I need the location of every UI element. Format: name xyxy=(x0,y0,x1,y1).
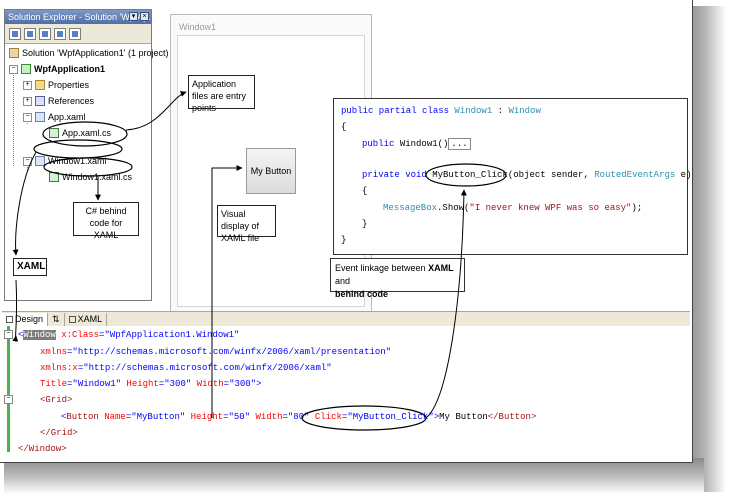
folder-icon xyxy=(35,80,45,90)
tree-item-app-xaml[interactable]: − App.xaml xyxy=(23,110,86,124)
xaml-line: </Grid> xyxy=(40,428,78,438)
tab-xaml[interactable]: XAML xyxy=(65,312,108,326)
callout-app-files: Application files are entry points xyxy=(188,75,255,113)
xaml-line: <Window x:Class="WpfApplication1.Window1… xyxy=(18,330,240,340)
tree-item-app-xaml-cs[interactable]: App.xaml.cs xyxy=(49,126,111,140)
properties-icon[interactable] xyxy=(9,27,21,40)
xaml-line: <Button Name="MyButton" Height="50" Widt… xyxy=(61,412,537,422)
swap-panes-button[interactable]: ⇅ xyxy=(48,312,65,326)
changed-lines-indicator xyxy=(7,326,10,452)
cs-file-icon xyxy=(49,128,59,138)
tree-item-window1-xaml[interactable]: − Window1.xaml xyxy=(23,154,107,168)
callout-visual-display: Visual display of XAML file xyxy=(217,205,276,243)
solution-explorer-title: Solution Explorer - Solution 'WpfAp... ▾… xyxy=(5,10,151,24)
tree-item-label: App.xaml xyxy=(48,112,86,122)
tree-item-properties[interactable]: + Properties xyxy=(23,78,89,92)
tree-item-label: WpfApplication1 xyxy=(34,64,105,74)
xaml-file-icon xyxy=(35,112,45,122)
tree-item-label: Window1.xaml xyxy=(48,156,107,166)
cs-file-icon xyxy=(49,172,59,182)
collapse-icon[interactable]: − xyxy=(9,64,18,74)
xaml-line: xmlns:x="http://schemas.microsoft.com/wi… xyxy=(40,363,332,373)
callout-csharp-behind: C# behind code for XAML xyxy=(73,202,139,240)
solution-explorer-toolbar xyxy=(5,24,151,44)
handler-name: MyButton_Click xyxy=(432,170,508,180)
tree-item-label: Window1.xaml.cs xyxy=(62,172,133,182)
tree-item-label: References xyxy=(48,96,95,106)
editor-tab-strip: Design ⇅ XAML xyxy=(2,311,690,327)
view-designer-icon[interactable] xyxy=(69,27,81,40)
tree-line xyxy=(13,66,14,166)
show-all-files-icon[interactable] xyxy=(24,27,36,40)
code-line: { xyxy=(362,186,368,196)
collapse-icon[interactable]: − xyxy=(23,156,32,166)
callout-xaml: XAML xyxy=(13,258,47,276)
code-line: private void MyButton_Click(object sende… xyxy=(362,170,692,180)
references-icon xyxy=(35,96,45,106)
xaml-line: xmlns="http://schemas.microsoft.com/winf… xyxy=(40,347,392,357)
title-buttons: ▾ × xyxy=(129,12,149,21)
callout-event-linkage: Event linkage between XAML and behind co… xyxy=(330,258,465,299)
design-icon xyxy=(6,315,13,323)
tree-item-label: Properties xyxy=(48,80,90,90)
code-line: } xyxy=(362,219,368,229)
pin-icon[interactable]: ▾ xyxy=(129,12,138,21)
xaml-line: Title="Window1" Height="300" Width="300"… xyxy=(40,379,262,389)
collapse-icon[interactable]: − xyxy=(4,395,13,404)
expand-icon[interactable]: + xyxy=(23,80,32,90)
collapse-icon[interactable]: − xyxy=(23,112,32,122)
close-icon[interactable]: × xyxy=(140,12,149,21)
code-behind-panel: public partial class Window1 : Window { … xyxy=(333,98,692,255)
tree-item-label: App.xaml.cs xyxy=(62,128,112,138)
solution-icon xyxy=(9,48,19,58)
code-line: { xyxy=(341,122,347,132)
xaml-icon xyxy=(68,315,76,323)
my-button-preview[interactable]: My Button xyxy=(246,148,296,194)
designer-window-title: Window1 xyxy=(179,22,217,32)
xaml-line: </Window> xyxy=(18,444,67,454)
collapse-icon[interactable]: − xyxy=(4,330,13,339)
tree-item-window1-xaml-cs[interactable]: Window1.xaml.cs xyxy=(49,170,132,184)
xaml-line: <Grid> xyxy=(40,395,73,405)
tree-item-solution[interactable]: Solution 'WpfApplication1' (1 project) xyxy=(9,46,169,60)
tree-item-label: Solution 'WpfApplication1' (1 project) xyxy=(22,48,169,58)
code-line: MessageBox.Show("I never knew WPF was so… xyxy=(383,203,643,213)
code-line: public Window1()... xyxy=(362,138,471,150)
page-shadow-bottom xyxy=(4,458,704,494)
tab-design[interactable]: Design xyxy=(2,312,49,326)
refresh-icon[interactable] xyxy=(39,27,51,40)
tree-item-project[interactable]: − WpfApplication1 xyxy=(9,62,105,76)
solution-explorer-title-text: Solution Explorer - Solution 'WpfAp... xyxy=(8,12,151,22)
collapsed-region[interactable]: ... xyxy=(448,138,471,150)
project-icon xyxy=(21,64,31,74)
xaml-editor[interactable]: − − <Window x:Class="WpfApplication1.Win… xyxy=(2,326,690,462)
screenshot-content: Solution Explorer - Solution 'WpfAp... ▾… xyxy=(0,0,693,463)
view-code-icon[interactable] xyxy=(54,27,66,40)
expand-icon[interactable]: + xyxy=(23,96,32,106)
xaml-file-icon xyxy=(35,156,45,166)
code-line: public partial class Window1 : Window xyxy=(341,106,541,116)
code-line: } xyxy=(341,235,347,245)
tree-item-references[interactable]: + References xyxy=(23,94,94,108)
